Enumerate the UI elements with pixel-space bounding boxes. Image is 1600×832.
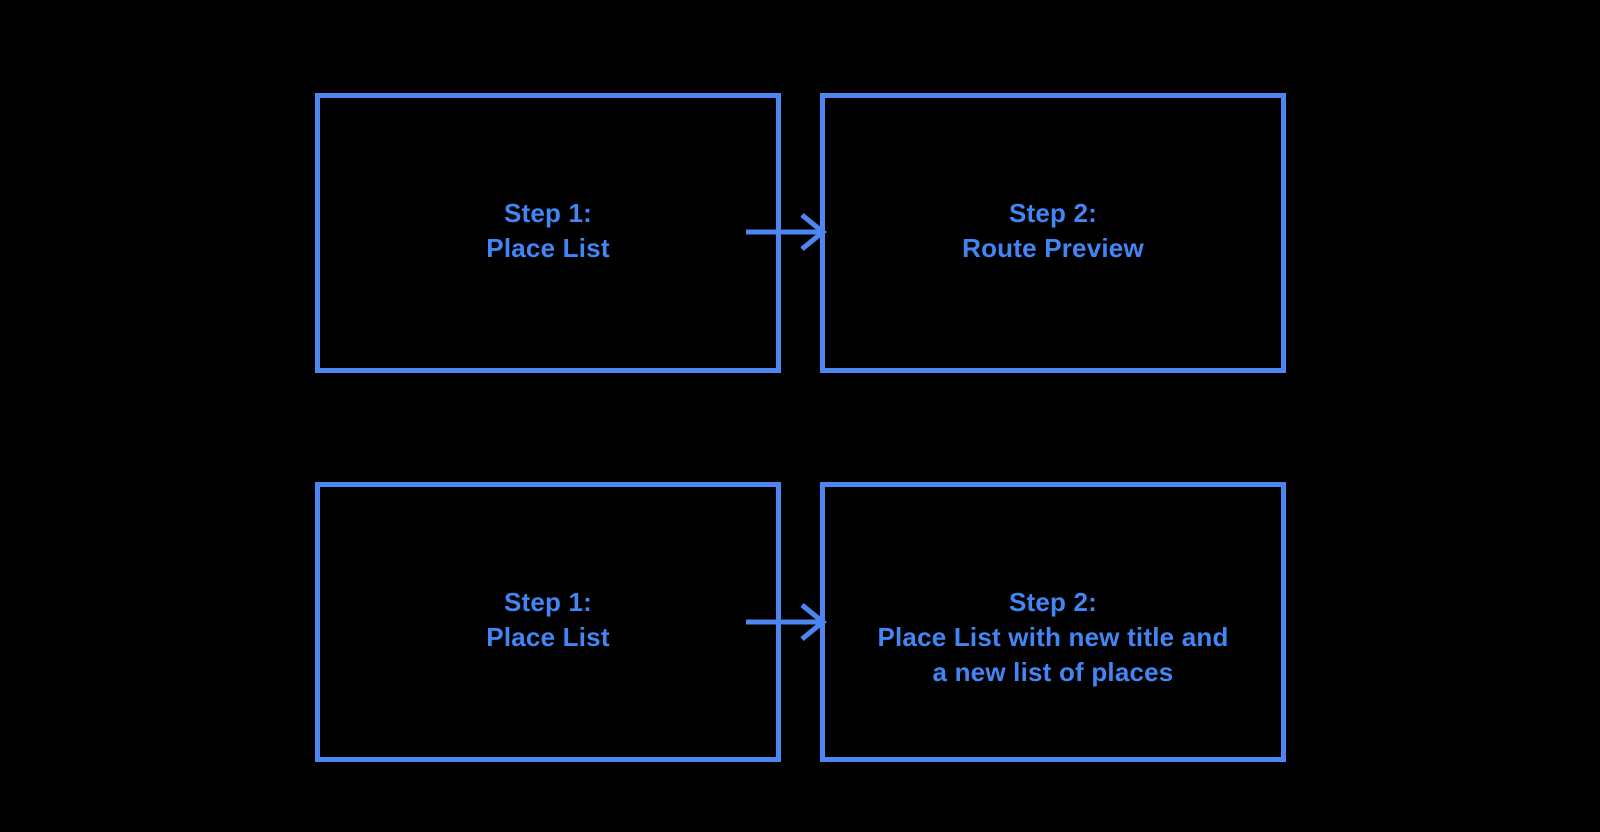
box-label-line: Place List with new title and <box>877 622 1229 652</box>
box-label-line: Step 1: <box>503 198 593 228</box>
box-step1-place-list-row2: Step 1: Place List <box>315 482 781 762</box>
box-step2-place-list-new-title: Step 2: Place List with new title and a … <box>820 482 1286 762</box>
right-arrow-icon <box>746 603 827 641</box>
right-arrow-icon <box>746 213 827 251</box>
box-label-line: Step 2: <box>1008 587 1098 617</box>
box-step2-route-preview: Step 2: Route Preview <box>820 93 1286 373</box>
box-label: Step 1: Place List <box>320 585 776 655</box>
box-label-line: Route Preview <box>962 233 1144 263</box>
box-label: Step 2: Route Preview <box>825 196 1281 266</box>
box-label: Step 1: Place List <box>320 196 776 266</box>
box-label-line: Place List <box>486 622 610 652</box>
box-label-line: Place List <box>486 233 610 263</box>
box-label-line: a new list of places <box>932 657 1174 687</box>
box-label-line: Step 2: <box>1008 198 1098 228</box>
box-label: Step 2: Place List with new title and a … <box>825 585 1281 690</box>
box-step1-place-list-row1: Step 1: Place List <box>315 93 781 373</box>
box-label-line: Step 1: <box>503 587 593 617</box>
